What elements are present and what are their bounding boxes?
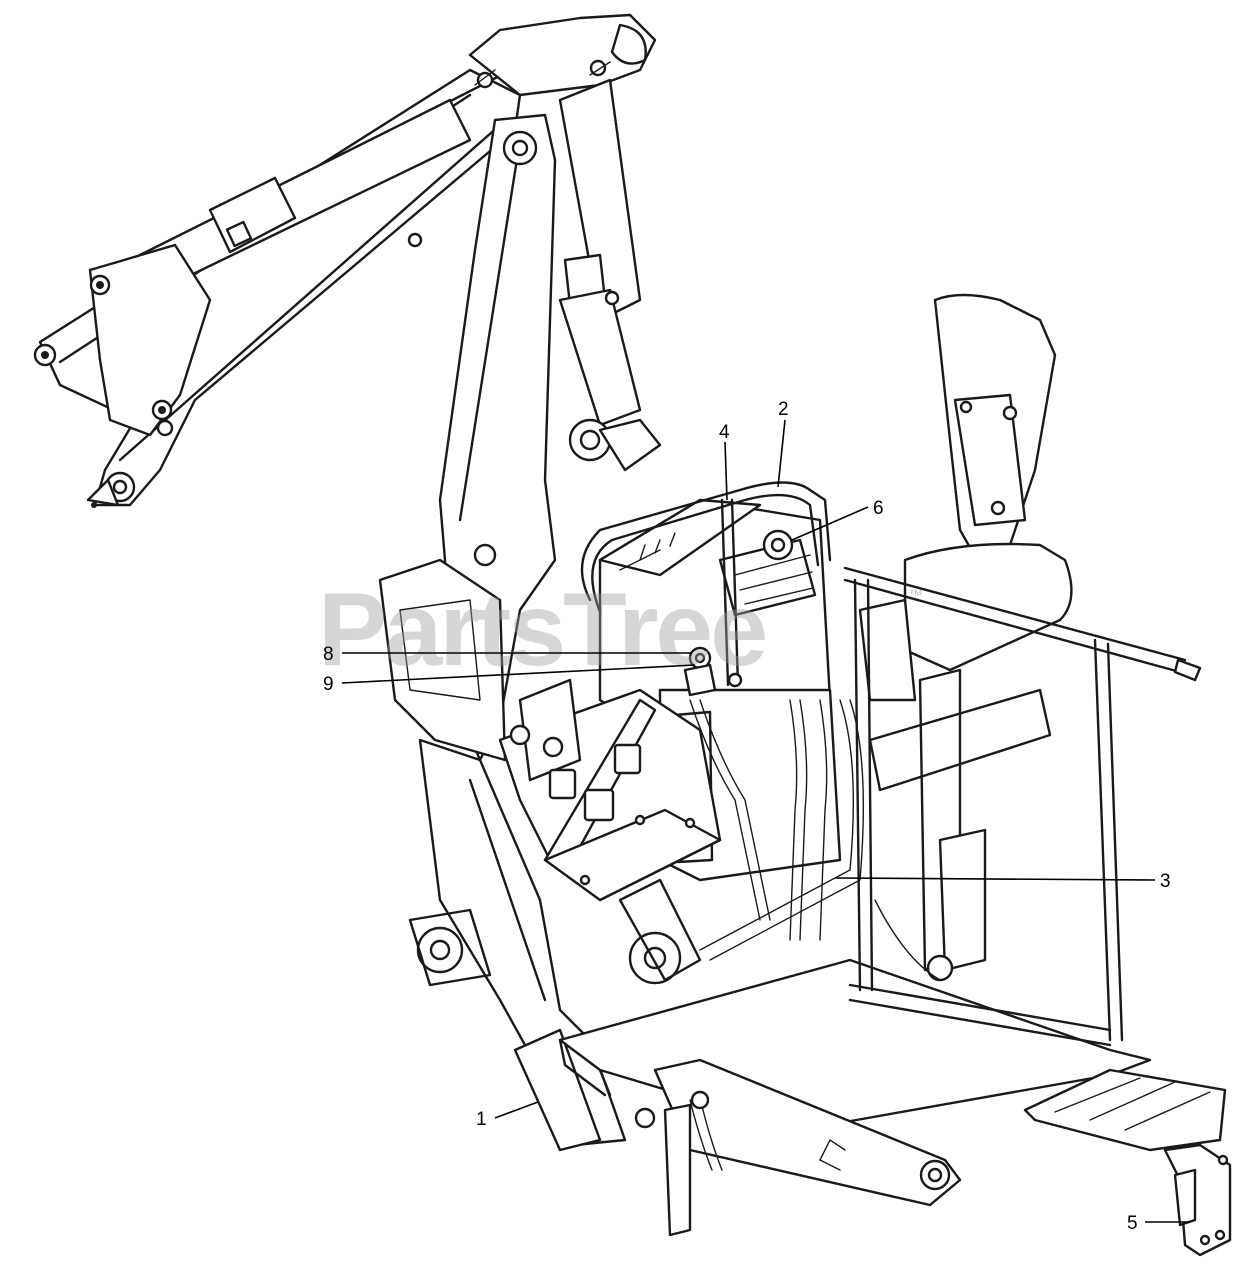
leader-4 xyxy=(724,441,728,501)
callout-1[interactable]: 1 xyxy=(476,1109,487,1130)
callout-3[interactable]: 3 xyxy=(1160,871,1171,892)
leader-2 xyxy=(777,419,786,488)
callout-6[interactable]: 6 xyxy=(873,498,884,519)
watermark-text: PartsTree xyxy=(318,572,765,688)
watermark: PartsTree ™ xyxy=(318,572,923,688)
watermark-trademark: ™ xyxy=(908,587,923,604)
leader-3 xyxy=(834,877,1156,881)
leader-9 xyxy=(341,664,696,684)
leader-6 xyxy=(791,506,869,541)
callout-4[interactable]: 4 xyxy=(719,422,730,443)
boom-arm xyxy=(33,13,657,508)
callout-2[interactable]: 2 xyxy=(778,399,789,420)
frame-platform xyxy=(498,678,1152,1132)
footrest xyxy=(1023,1068,1232,1257)
seat-frame xyxy=(843,293,1202,1047)
callout-9[interactable]: 9 xyxy=(323,674,334,695)
leader-1 xyxy=(494,1101,539,1119)
lower-linkage xyxy=(634,1058,962,1237)
callouts: 1 2 3 4 5 6 8 9 xyxy=(323,399,1190,1234)
callout-5[interactable]: 5 xyxy=(1127,1213,1138,1234)
callout-8[interactable]: 8 xyxy=(323,644,334,665)
